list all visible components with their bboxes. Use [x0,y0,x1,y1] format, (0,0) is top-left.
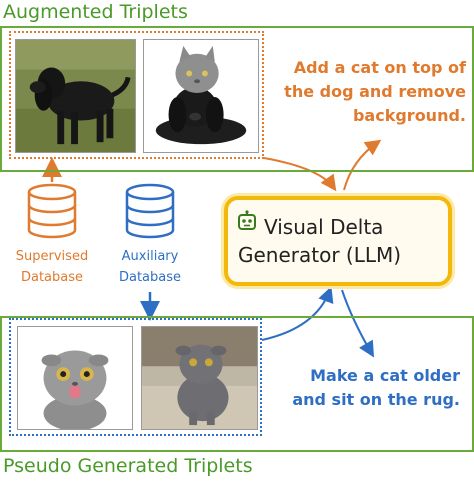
supervised-database [26,182,78,242]
visual-delta-generator: Visual Delta Generator (LLM) [224,196,452,286]
generator-label: Visual Delta Generator (LLM) [238,215,402,267]
auxiliary-database [124,182,176,242]
black-dog-photo [15,39,136,153]
augmented-image-pair [9,31,264,159]
arrow-llm-to-pseudo-text [341,289,375,358]
cat-on-dog-photo [143,39,259,153]
augmented-instruction: Add a cat on top of the dog and remove b… [284,58,466,125]
pseudo-instruction: Make a cat older and sit on the rug. [292,366,460,409]
pseudo-frame [0,316,474,452]
augmented-frame [0,26,474,172]
auxiliary-database-label: Auxiliary Database [118,249,182,285]
supervised-database-label: Supervised Database [15,249,89,285]
kitten-photo [17,326,133,430]
arrow-llm-to-augmented-text [343,139,382,191]
augmented-title: Augmented Triplets [3,1,188,23]
pseudo-title: Pseudo Generated Triplets [3,455,253,477]
arrow-pseudo-to-llm [261,286,334,341]
robot-icon [238,210,256,230]
database-icon [27,183,77,239]
cat-on-rug-photo [141,326,258,430]
pseudo-image-pair [9,318,262,436]
database-icon [125,183,175,239]
